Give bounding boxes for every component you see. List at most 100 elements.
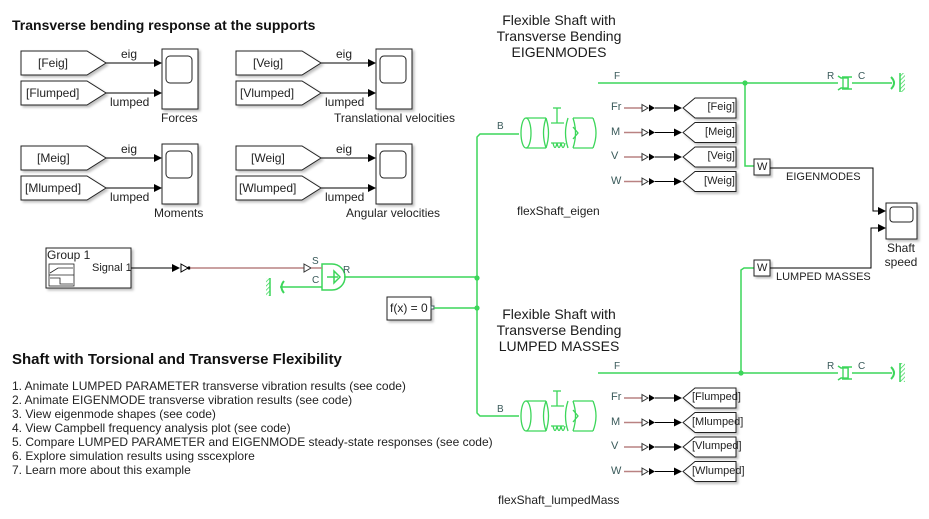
angular-velocity-source[interactable] [321, 263, 346, 291]
port-label-r: R [827, 71, 835, 82]
port-label-w: W [611, 174, 622, 187]
signal-name-lumped-masses: LUMPED MASSES [776, 271, 871, 283]
solver-label: f(x) = 0 [390, 301, 428, 315]
port-label-c: C [858, 361, 866, 372]
ps-output-port-icon [641, 442, 649, 452]
physical-line-w-eigen[interactable] [744, 83, 754, 167]
title-line: Transverse Bending [496, 322, 622, 338]
ps-output-port-icon [641, 418, 649, 427]
scope-group-angular-velocities [235, 143, 413, 205]
from-tag-label: [Mlumped] [25, 181, 82, 195]
from-tag-vlumped[interactable] [235, 80, 322, 106]
link-item[interactable]: 5. Compare LUMPED PARAMETER and EIGENMOD… [12, 435, 493, 449]
goto-tag[interactable] [682, 436, 737, 458]
signal-label: eig [336, 142, 353, 156]
scope-group-moments [20, 143, 199, 205]
goto-tag[interactable] [682, 412, 737, 433]
scope-name: Translational velocities [334, 111, 455, 125]
scope-screen-icon [379, 55, 407, 84]
ps-simulink-converter-w-eigen[interactable] [753, 158, 771, 176]
mechanical-reference-icon [890, 363, 905, 382]
link-item[interactable]: 3. View eigenmode shapes (see code) [12, 407, 216, 421]
ps-converter-icon [649, 468, 655, 475]
link-item[interactable]: 7. Learn more about this example [12, 463, 191, 477]
ps-converter-icon [649, 394, 655, 402]
link-item[interactable]: 1. Animate LUMPED PARAMETER transverse v… [12, 379, 406, 393]
scope-group-translational-velocities [235, 48, 413, 110]
signal-label: eig [336, 47, 353, 61]
from-tag-flumped[interactable] [20, 80, 107, 106]
from-tag-wlumped[interactable] [235, 175, 322, 201]
eigen-output-rows [624, 97, 737, 192]
goto-tag[interactable] [682, 97, 737, 119]
signal-builder-signal: Signal 1 [92, 262, 132, 274]
goto-tag[interactable] [682, 461, 737, 482]
rotational-sensor-lumped[interactable] [837, 365, 852, 381]
signal-line-lumped-masses[interactable] [770, 224, 886, 269]
port-label-b: B [497, 404, 504, 415]
port-label-s: S [312, 256, 319, 267]
flexshaft-lumpedmass-block[interactable] [520, 390, 597, 432]
port-label-v: V [611, 150, 619, 162]
ps-output-port-icon [641, 393, 649, 403]
title-line: LUMPED MASSES [498, 338, 620, 354]
goto-tag-label: [Flumped] [692, 391, 741, 403]
ps-converter-icon [649, 129, 655, 136]
ps-output-port-icon [641, 177, 649, 186]
scope-name-line: speed [884, 255, 918, 269]
from-tag-label: [Feig] [38, 56, 69, 70]
goto-tag[interactable] [682, 387, 737, 409]
port-label-v: V [611, 440, 619, 452]
physical-line-w-lumped[interactable] [740, 267, 754, 373]
rotational-sensor-eigen[interactable] [837, 75, 852, 91]
ps-converter-icon [649, 419, 655, 426]
ps-converter-icon [649, 178, 655, 185]
scope-screen-icon [165, 150, 193, 179]
scope-name-line: Shaft [886, 241, 916, 255]
scope-name: Moments [154, 206, 204, 220]
ps-output-port-icon [641, 103, 649, 113]
scope-shaft-speed-name: Shaft speed [880, 241, 922, 269]
title-line: EIGENMODES [511, 44, 607, 60]
ps-converter-icon [649, 153, 655, 161]
signal-name-eigenmodes: EIGENMODES [786, 171, 861, 183]
ps-input-port-icon [303, 263, 313, 273]
flexshaft-eigen-block[interactable] [520, 107, 597, 149]
physical-line-bus[interactable] [476, 133, 519, 417]
port-label-c: C [858, 71, 866, 82]
ps-converter-icon [649, 104, 655, 112]
solver-port-icon [430, 305, 435, 310]
signal-label: lumped [325, 190, 365, 204]
from-tag-meig[interactable] [20, 145, 107, 171]
goto-tag-label: [Weig] [704, 174, 735, 187]
junction-dot [474, 305, 480, 311]
mechanical-reference-icon [890, 73, 905, 92]
link-item[interactable]: 2. Animate EIGENMODE transverse vibratio… [12, 393, 353, 407]
from-tag-weig[interactable] [235, 145, 322, 171]
from-tag-label: [Veig] [253, 56, 284, 70]
signal-builder-block[interactable] [45, 247, 132, 289]
from-tag-feig[interactable] [20, 50, 107, 76]
link-item[interactable]: 6. Explore simulation results using ssce… [12, 449, 255, 463]
port-label-r: R [827, 361, 835, 372]
goto-tag-label: [Mlumped] [692, 415, 744, 428]
signal-label: lumped [325, 95, 365, 109]
converter-label-w: W [757, 161, 768, 173]
goto-tag[interactable] [682, 122, 737, 143]
goto-tag[interactable] [682, 146, 737, 168]
ps-output-port-icon [641, 128, 649, 137]
from-tag-label: [Flumped] [26, 86, 80, 100]
from-tag-label: [Meig] [37, 151, 70, 165]
signal-label: lumped [110, 95, 150, 109]
scope-name: Forces [161, 111, 198, 125]
ps-output-port-icon [641, 152, 649, 162]
goto-tag-label: [Meig] [705, 125, 735, 138]
goto-tag[interactable] [682, 171, 737, 192]
port-label-w: W [611, 464, 622, 477]
from-tag-veig[interactable] [235, 50, 322, 76]
link-item[interactable]: 4. View Campbell frequency analysis plot… [12, 421, 291, 435]
signal-line-eigenmodes[interactable] [770, 167, 886, 215]
from-tag-mlumped[interactable] [20, 175, 107, 201]
ps-output-port-icon [641, 467, 649, 476]
